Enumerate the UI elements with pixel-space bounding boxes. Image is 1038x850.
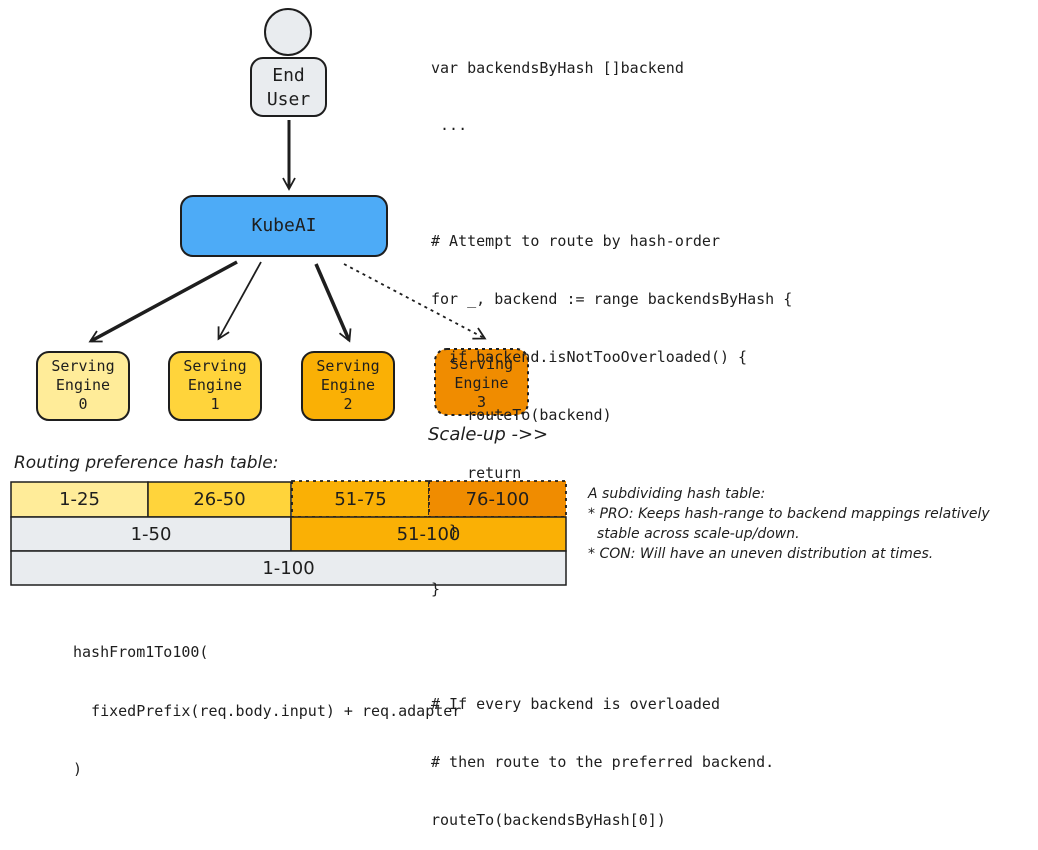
- code-line: # then route to the preferred backend.: [431, 753, 775, 772]
- code-line: for _, backend := range backendsByHash {: [431, 290, 793, 309]
- engine-3-line1: Serving: [449, 355, 514, 373]
- engine-0-box: [36, 351, 130, 421]
- engine-2-line1: Serving: [316, 357, 380, 375]
- code-line: var backendsByHash []backend: [431, 58, 684, 77]
- engine-1-line3: 1: [210, 395, 220, 413]
- hash-cell-51-100: [290, 516, 567, 552]
- router-to-engine-1-arrow: [217, 261, 262, 341]
- engine-2-line2: Engine: [320, 376, 376, 394]
- hash-label-1-50: 1-50: [130, 523, 172, 545]
- code-line: # If every backend is overloaded: [431, 695, 720, 714]
- hash-code-line: hashFrom1To100(: [73, 643, 209, 661]
- notes-pro-line1: * PRO: Keeps hash-range to backend mappi…: [588, 506, 990, 522]
- router-to-engine-0-arrow: [88, 260, 238, 343]
- engine-3-box: [434, 348, 529, 416]
- engine-0-line1: Serving: [51, 357, 115, 375]
- code-line: routeTo(backendsByHash[0]): [431, 811, 666, 830]
- hash-cell-1-25: [10, 481, 149, 518]
- hash-table-title: Routing preference hash table:: [14, 453, 279, 473]
- end-user-head: [264, 8, 312, 56]
- routing-pseudocode: var backendsByHash []backend ... ​ # Att…: [431, 20, 792, 850]
- end-user-line2: User: [266, 89, 311, 110]
- engine-2-label: Serving Engine 2: [302, 357, 394, 414]
- engine-1-line1: Serving: [183, 357, 247, 375]
- notes-con-line: * CON: Will have an uneven distribution …: [588, 546, 934, 562]
- engine-1-line2: Engine: [187, 376, 243, 394]
- notes-title: A subdividing hash table:: [588, 486, 766, 502]
- engine-2-line3: 2: [343, 395, 353, 413]
- engine-1-box: [168, 351, 262, 421]
- hash-label-1-100: 1-100: [262, 557, 315, 579]
- hash-label-76-100: 76-100: [465, 488, 530, 510]
- hash-label-51-100: 51-100: [396, 523, 461, 545]
- hash-label-51-75: 51-75: [334, 488, 387, 510]
- architecture-diagram: [10, 8, 567, 586]
- code-line: if backend.isNotTooOverloaded() {: [431, 348, 748, 367]
- code-line: }: [431, 521, 459, 540]
- engine-0-line2: Engine: [55, 376, 111, 394]
- router-box: [180, 195, 388, 257]
- hash-cell-1-100: [10, 550, 567, 586]
- engine-3-line3: 3: [476, 393, 487, 411]
- end-user-line1: End: [272, 65, 305, 86]
- engine-0-line3: 0: [78, 395, 88, 413]
- hash-label-1-25: 1-25: [59, 489, 100, 510]
- router-to-engine-3-arrow: [343, 263, 487, 340]
- hash-function-code: hashFrom1To100( fixedPrefix(req.body.inp…: [73, 604, 461, 799]
- engine-3-line2: Engine: [454, 374, 509, 392]
- hash-label-26-50: 26-50: [193, 489, 246, 510]
- code-line: routeTo(backend): [431, 405, 612, 424]
- code-line: return: [431, 463, 522, 482]
- code-line: ...: [431, 116, 468, 135]
- engine-0-label: Serving Engine 0: [37, 357, 129, 414]
- router-to-engine-2-arrow: [314, 263, 352, 343]
- code-line: ​: [431, 638, 792, 657]
- code-line: }: [431, 579, 441, 598]
- hash-code-line: ): [73, 760, 83, 778]
- hash-code-line: fixedPrefix(req.body.input) + req.adapte…: [73, 701, 462, 720]
- end-user-box: [250, 57, 327, 117]
- hash-cell-26-50: [147, 481, 292, 518]
- engine-2-box: [301, 351, 395, 421]
- code-line: ​: [431, 174, 792, 193]
- end-user-label: End User: [251, 64, 326, 112]
- notes-pro-line2: stable across scale-up/down.: [588, 526, 800, 542]
- scale-up-label: Scale-up ->>: [428, 424, 549, 445]
- engine-3-label: Serving Engine 3: [435, 355, 528, 412]
- hash-cell-1-50: [10, 516, 292, 552]
- hash-cell-76-100: [428, 480, 567, 518]
- router-label: KubeAI: [251, 215, 317, 236]
- code-line: # Attempt to route by hash-order: [431, 232, 720, 251]
- engine-1-label: Serving Engine 1: [169, 357, 261, 414]
